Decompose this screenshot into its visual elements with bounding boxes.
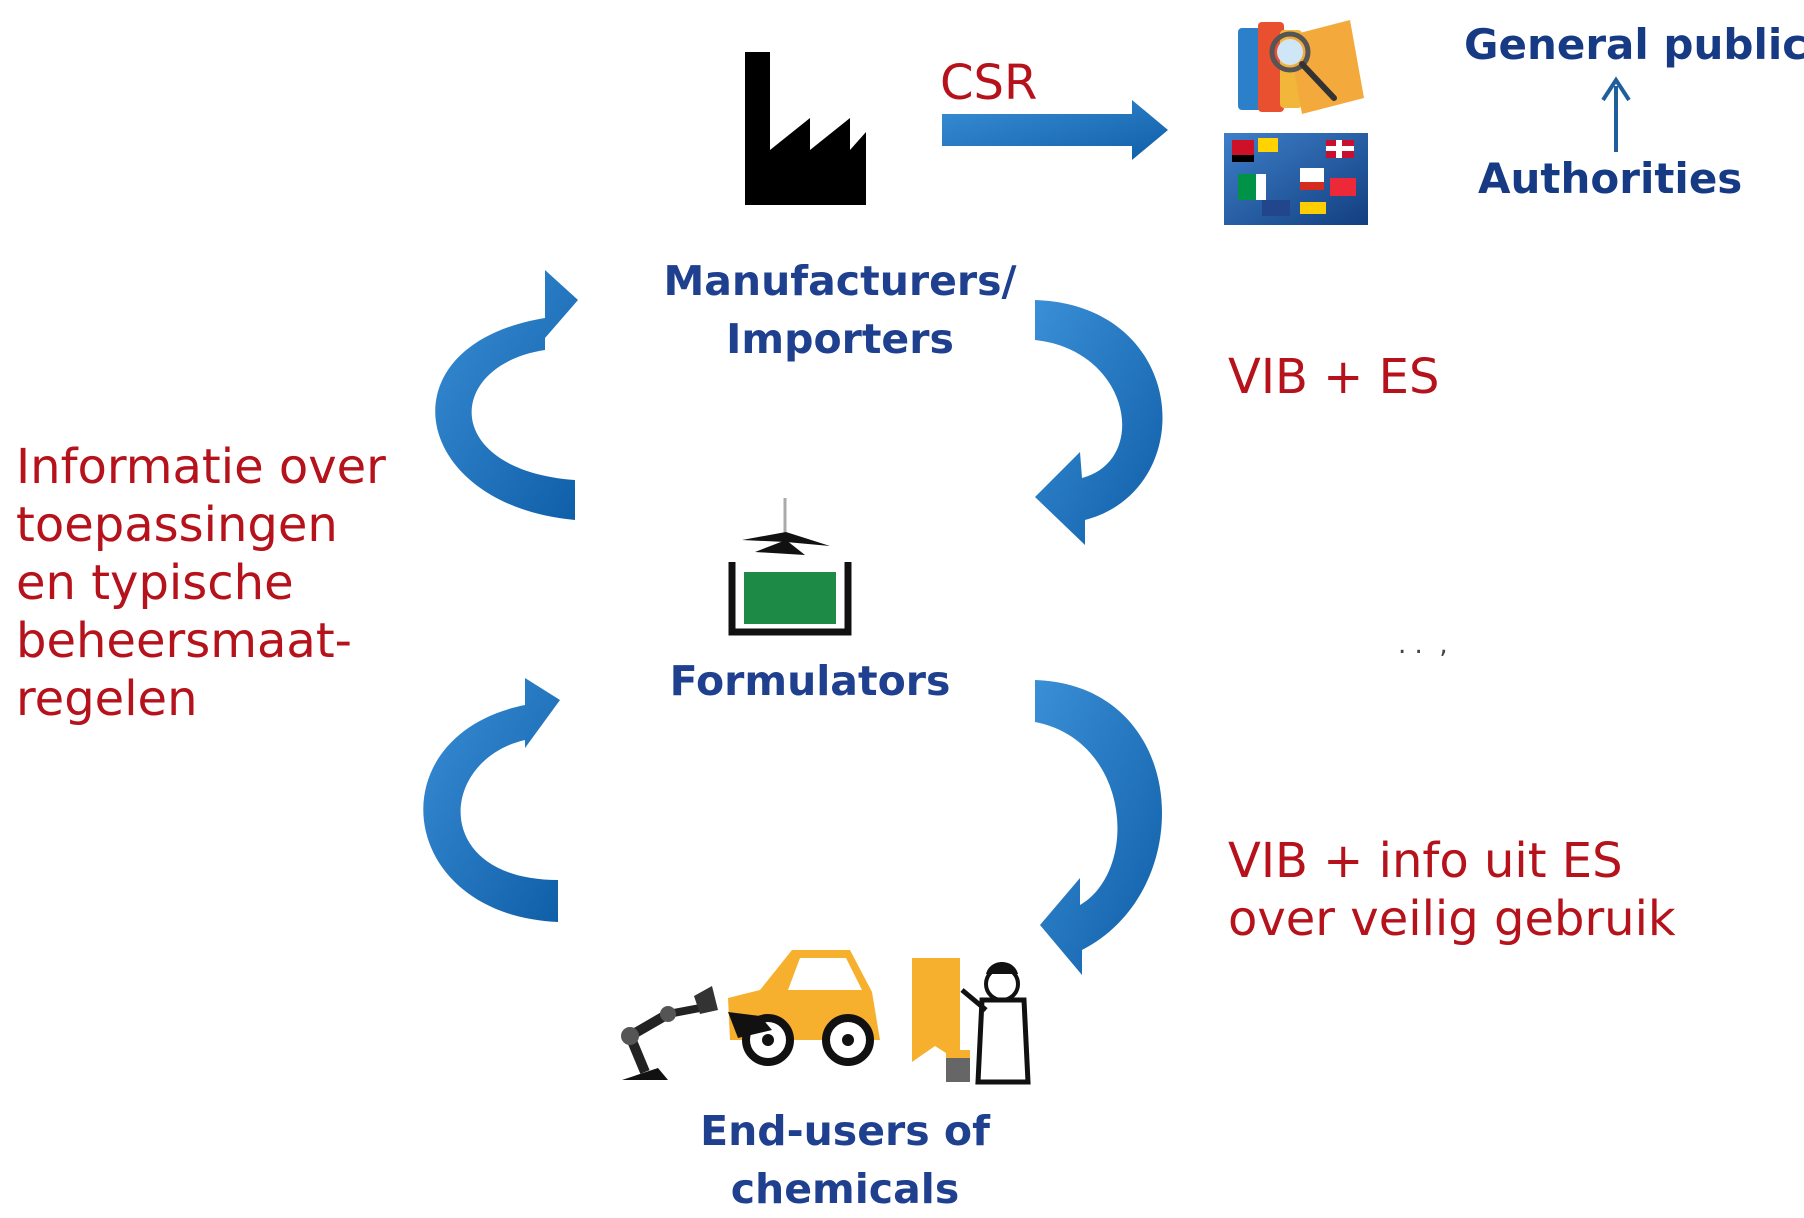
mixer-tank-icon bbox=[728, 498, 852, 636]
authorities-to-public-arrow bbox=[1601, 76, 1631, 152]
manufacturers-importers-label: Manufacturers/ Importers bbox=[663, 257, 1017, 363]
painter-icon bbox=[912, 958, 1031, 1085]
general-public-label: General public bbox=[1464, 20, 1804, 69]
left-info-label: Informatie over toepassingen en typische… bbox=[16, 439, 386, 727]
arrow-formulators-to-manufacturers bbox=[435, 270, 578, 520]
arrow-manufacturers-to-formulators bbox=[1035, 300, 1163, 545]
vib-info-label: VIB + info uit ES over veilig gebruik bbox=[1228, 833, 1676, 947]
vib-es-label: VIB + ES bbox=[1228, 349, 1440, 405]
csr-label: CSR bbox=[940, 55, 1038, 111]
reports-icon bbox=[1238, 20, 1364, 114]
factory-icon bbox=[745, 52, 866, 205]
eu-flags-icon bbox=[1224, 133, 1368, 225]
end-users-label: End-users of chemicals bbox=[700, 1107, 990, 1213]
authorities-label: Authorities bbox=[1478, 154, 1743, 203]
car-icon bbox=[728, 950, 880, 1066]
csr-arrow bbox=[942, 100, 1168, 160]
robot-arm-icon bbox=[621, 986, 718, 1080]
arrow-end-users-to-formulators bbox=[423, 678, 560, 922]
arrow-formulators-to-end-users bbox=[1035, 680, 1162, 975]
stray-dots: . . , bbox=[1398, 630, 1448, 660]
formulators-label: Formulators bbox=[669, 657, 951, 705]
